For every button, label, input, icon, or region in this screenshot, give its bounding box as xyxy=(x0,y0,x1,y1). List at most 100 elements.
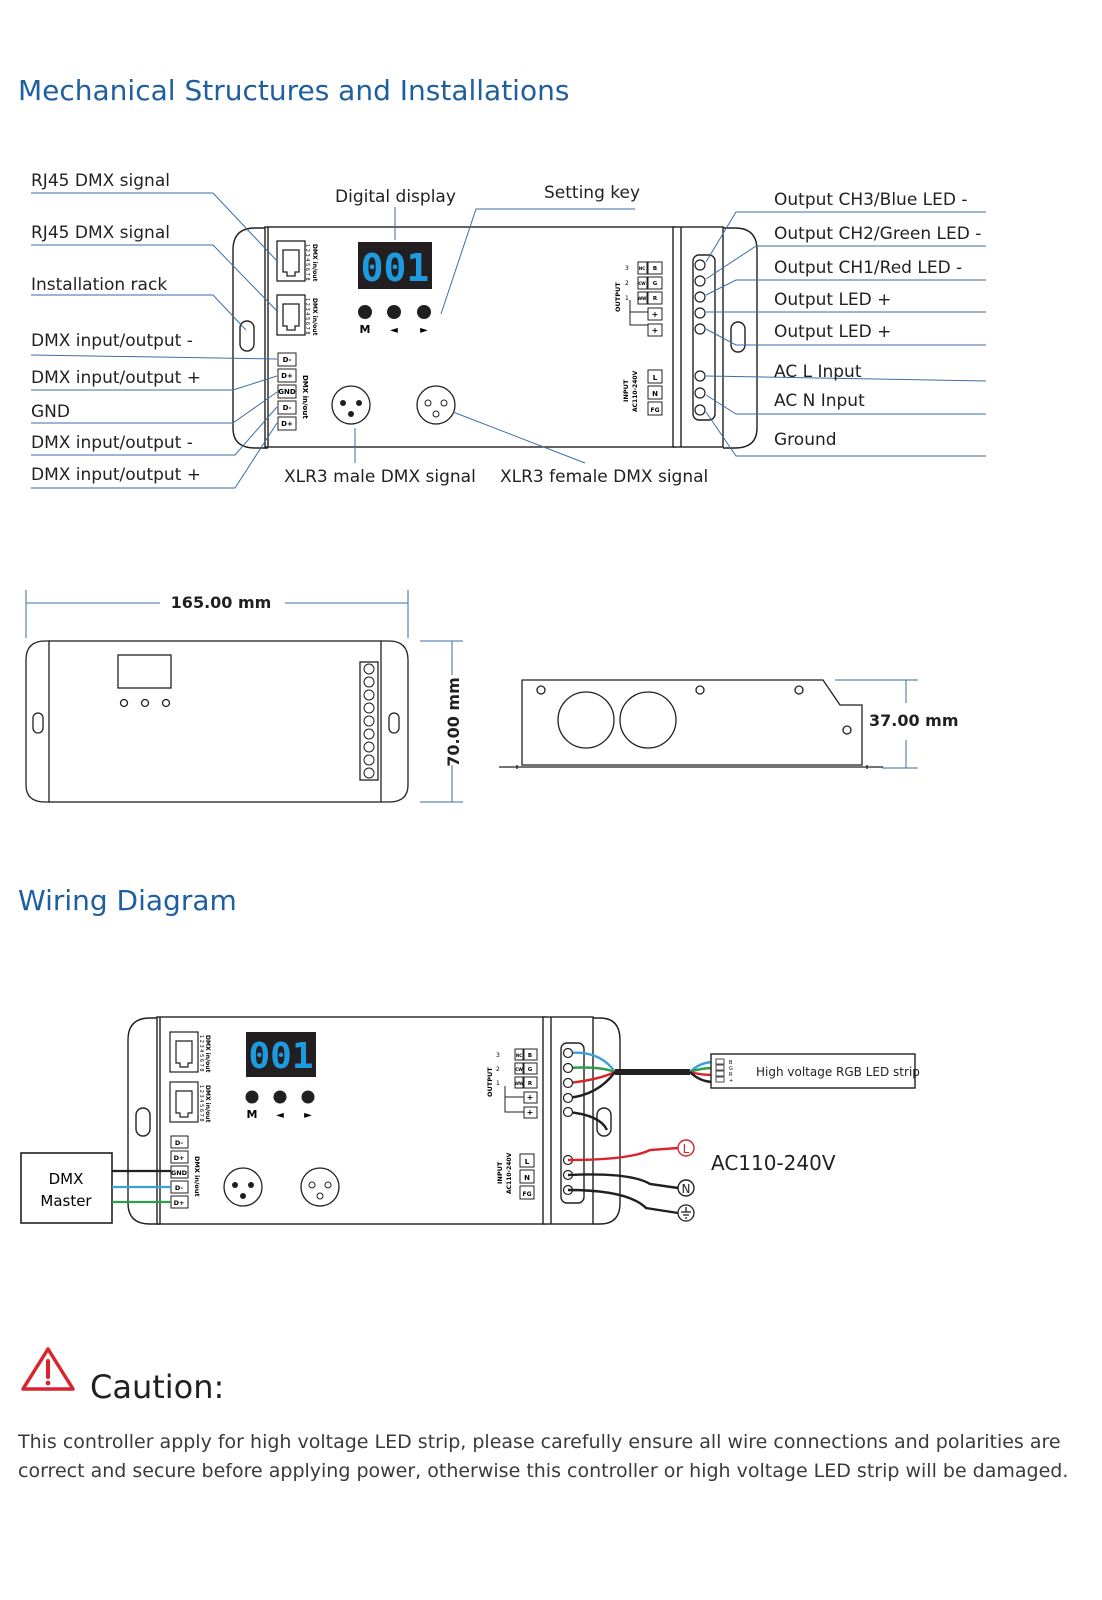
led-strip-pins xyxy=(715,1058,725,1083)
callout-installation-rack: Installation rack xyxy=(31,275,167,295)
wiring-output-label: OUTPUT xyxy=(486,1067,494,1097)
callout-out-plus-1: Output LED + xyxy=(774,290,891,310)
key-right-button[interactable] xyxy=(417,305,431,319)
svg-text:D+: D+ xyxy=(281,372,293,380)
wiring-input-terminal-block: L N FG xyxy=(519,1153,535,1200)
width-dimension xyxy=(420,640,463,803)
wiring-rj45-1-label: DMX in/out xyxy=(204,1035,211,1073)
wiring-key-left-button[interactable] xyxy=(273,1090,287,1104)
wiring-out-num-2: 2 xyxy=(496,1066,500,1073)
svg-text:G: G xyxy=(528,1067,533,1073)
length-dimension xyxy=(25,590,409,638)
input-label: INPUT xyxy=(622,379,630,402)
rj45-2-pins: 1 2 3 4 5 6 7 8 xyxy=(304,298,310,335)
out-num-1: 1 xyxy=(625,295,629,302)
installation-rack-slot-left xyxy=(239,320,255,352)
svg-text:WW: WW xyxy=(515,1081,524,1086)
caution-title: Caution: xyxy=(90,1368,225,1406)
digital-display xyxy=(358,242,432,289)
rj45-1-label: DMX in/out xyxy=(311,244,318,282)
svg-text:CW: CW xyxy=(515,1067,523,1072)
callout-rj45-2: RJ45 DMX signal xyxy=(31,223,170,243)
caution-warning-icon xyxy=(21,1347,75,1391)
screw-terminals-right xyxy=(694,259,706,416)
callout-digital-display: Digital display xyxy=(335,187,456,207)
length-value: 165.00 mm xyxy=(171,593,272,612)
wiring-display-digits: 001 xyxy=(248,1036,313,1077)
dmx-master-wires xyxy=(112,1169,171,1204)
svg-text:WW: WW xyxy=(638,296,647,301)
svg-text:+: + xyxy=(527,1093,534,1102)
side-view xyxy=(499,679,883,769)
wiring-xlr-male-connector xyxy=(223,1167,263,1207)
led-strip-box xyxy=(710,1053,916,1089)
xlr-female-connector xyxy=(416,385,456,425)
callout-out-ch2: Output CH2/Green LED - xyxy=(774,224,981,244)
svg-text:R: R xyxy=(528,1081,533,1087)
strip-pin-r: R xyxy=(729,1072,733,1078)
strip-pin-plus: + xyxy=(729,1078,733,1084)
ac-l-marker-circle xyxy=(677,1139,695,1157)
wiring-input-voltage-label: AC110-240V xyxy=(506,1152,513,1194)
svg-text:GND: GND xyxy=(278,388,296,396)
svg-text:L: L xyxy=(653,374,658,382)
svg-text:NC: NC xyxy=(516,1053,522,1058)
svg-text:B: B xyxy=(653,266,657,272)
strip-pin-b: B xyxy=(729,1060,733,1066)
wiring-diagram: DMX in/out 1 2 3 4 5 6 7 8 DMX in/out 1 … xyxy=(20,1016,920,1225)
mechanical-section-title: Mechanical Structures and Installations xyxy=(18,74,570,107)
callout-xlr-female: XLR3 female DMX signal xyxy=(500,467,708,487)
svg-text:+: + xyxy=(527,1108,534,1117)
callout-ground: Ground xyxy=(774,430,837,450)
wiring-input-label: INPUT xyxy=(496,1161,504,1184)
dmx-master-box xyxy=(20,1152,113,1224)
key-m-button[interactable] xyxy=(358,305,372,319)
callout-out-ch1: Output CH1/Red LED - xyxy=(774,258,962,278)
svg-text:GND: GND xyxy=(171,1169,188,1177)
front-view xyxy=(25,640,409,803)
svg-text:+: + xyxy=(652,310,659,319)
ground-symbol-icon xyxy=(677,1204,695,1222)
mechanical-diagram: DMX in/out 1 2 3 4 5 6 7 8 DMX in/out 1 … xyxy=(30,171,987,489)
callout-dmx-minus-2: DMX input/output - xyxy=(31,433,193,453)
wiring-key-right-button[interactable] xyxy=(301,1090,315,1104)
callout-lines xyxy=(30,192,987,489)
svg-text:D-: D- xyxy=(175,1139,184,1147)
rj45-port-2 xyxy=(276,294,306,336)
svg-text:D+: D+ xyxy=(174,1154,185,1162)
svg-text:D+: D+ xyxy=(281,420,293,428)
wiring-out-num-1: 1 xyxy=(496,1080,500,1087)
callout-dmx-minus-1: DMX input/output - xyxy=(31,331,193,351)
svg-text:D-: D- xyxy=(283,356,292,364)
dmx-master-line1: DMX xyxy=(49,1170,84,1188)
wiring-rj45-2-pins: 1 2 3 4 5 6 7 8 xyxy=(198,1085,204,1122)
svg-text:L: L xyxy=(525,1158,530,1166)
wiring-digital-display xyxy=(246,1032,316,1077)
dmx-terminal-block: D- D+ GND D- D+ xyxy=(277,352,297,431)
svg-text:NC: NC xyxy=(639,266,645,271)
svg-text:N: N xyxy=(524,1174,530,1182)
input-voltage-label: AC110-240V xyxy=(632,370,639,412)
installation-rack-slot-right xyxy=(730,321,746,353)
callout-xlr-male: XLR3 male DMX signal xyxy=(284,467,476,487)
wiring-rj45-2-label: DMX in/out xyxy=(204,1085,211,1123)
input-terminal-block: L N FG xyxy=(647,369,663,416)
callout-setting-key: Setting key xyxy=(544,183,640,203)
strip-pin-g: G xyxy=(729,1066,733,1072)
ac-l-marker: L xyxy=(683,1142,690,1156)
wiring-key-m-button[interactable] xyxy=(245,1090,259,1104)
dimension-drawings: 165.00 mm 70.00 mm 37.00 mm xyxy=(25,590,959,803)
callout-out-plus-2: Output LED + xyxy=(774,322,891,342)
output-terminal-block: B G R + + NC CW WW xyxy=(637,261,663,337)
dmx-master-line2: Master xyxy=(40,1192,92,1210)
rj45-2-label: DMX in/out xyxy=(311,298,318,336)
xlr-male-connector xyxy=(331,385,371,425)
svg-text:+: + xyxy=(652,326,659,335)
rj45-1-pins: 1 2 3 4 5 6 7 8 xyxy=(304,244,310,281)
svg-text:R: R xyxy=(653,296,658,302)
key-left-button[interactable] xyxy=(387,305,401,319)
svg-text:CW: CW xyxy=(638,281,646,286)
wiring-xlr-female-connector xyxy=(300,1167,340,1207)
key-m-label: M xyxy=(360,323,371,336)
ac-n-marker-circle xyxy=(677,1179,695,1197)
